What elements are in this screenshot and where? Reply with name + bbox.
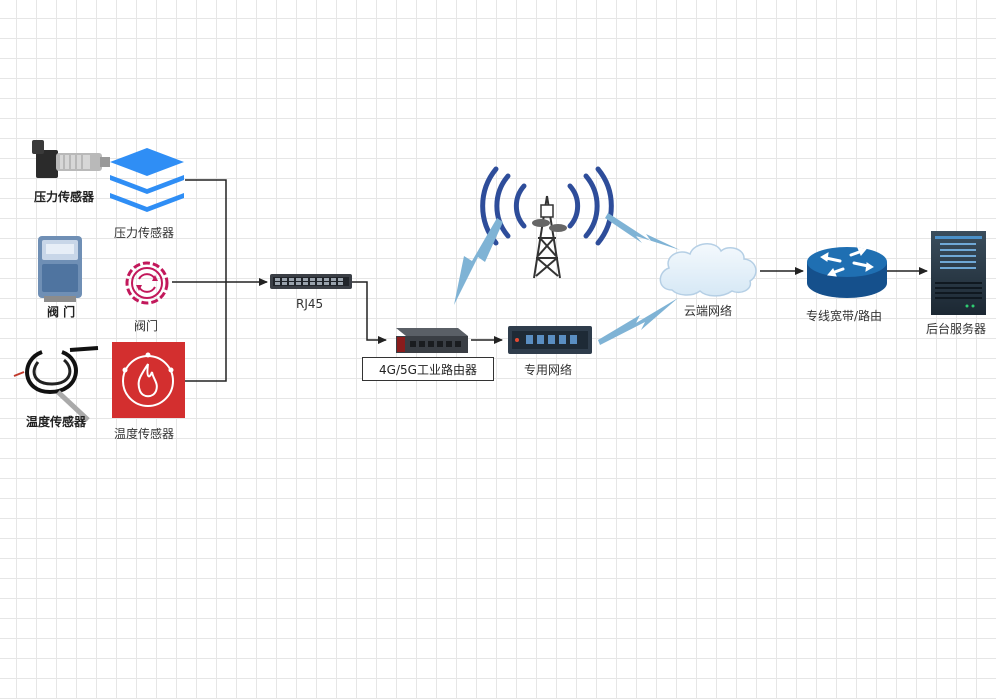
- cloud-icon: [659, 243, 757, 297]
- temperature-sensor-photo: [13, 346, 99, 422]
- temperature-sensor-label: 温度传感器: [114, 427, 175, 441]
- fire-icon: [112, 342, 185, 418]
- cell-tower-icon: [480, 166, 614, 279]
- switch-icon: [270, 274, 352, 289]
- gear-refresh-icon: [125, 261, 169, 305]
- sensor-connectors: [172, 179, 268, 382]
- valve-photo-label: 阀 门: [47, 305, 76, 319]
- server-icon: [931, 231, 986, 315]
- pressure-sensor-photo: [32, 140, 110, 178]
- cloud-label: 云端网络: [684, 304, 733, 318]
- edge-switch-to-router: [352, 281, 387, 344]
- broadband-label: 专线宽带/路由: [806, 309, 883, 323]
- switch-label: RJ45: [296, 297, 324, 311]
- layers-icon: [110, 148, 184, 212]
- pressure-sensor-label: 压力传感器: [114, 226, 175, 240]
- valve-photo: [38, 236, 82, 302]
- router-box-icon: [396, 328, 468, 353]
- private-network-label: 专用网络: [524, 363, 573, 377]
- network-switch-icon: [508, 326, 592, 354]
- valve-label: 阀门: [134, 319, 159, 333]
- router-label: 4G/5G工业路由器: [362, 357, 494, 381]
- pressure-photo-label: 压力传感器: [34, 190, 95, 204]
- lightning-icon: [454, 213, 680, 345]
- temperature-photo-label: 温度传感器: [26, 415, 87, 429]
- server-label: 后台服务器: [926, 322, 987, 336]
- router-icon: [807, 247, 887, 298]
